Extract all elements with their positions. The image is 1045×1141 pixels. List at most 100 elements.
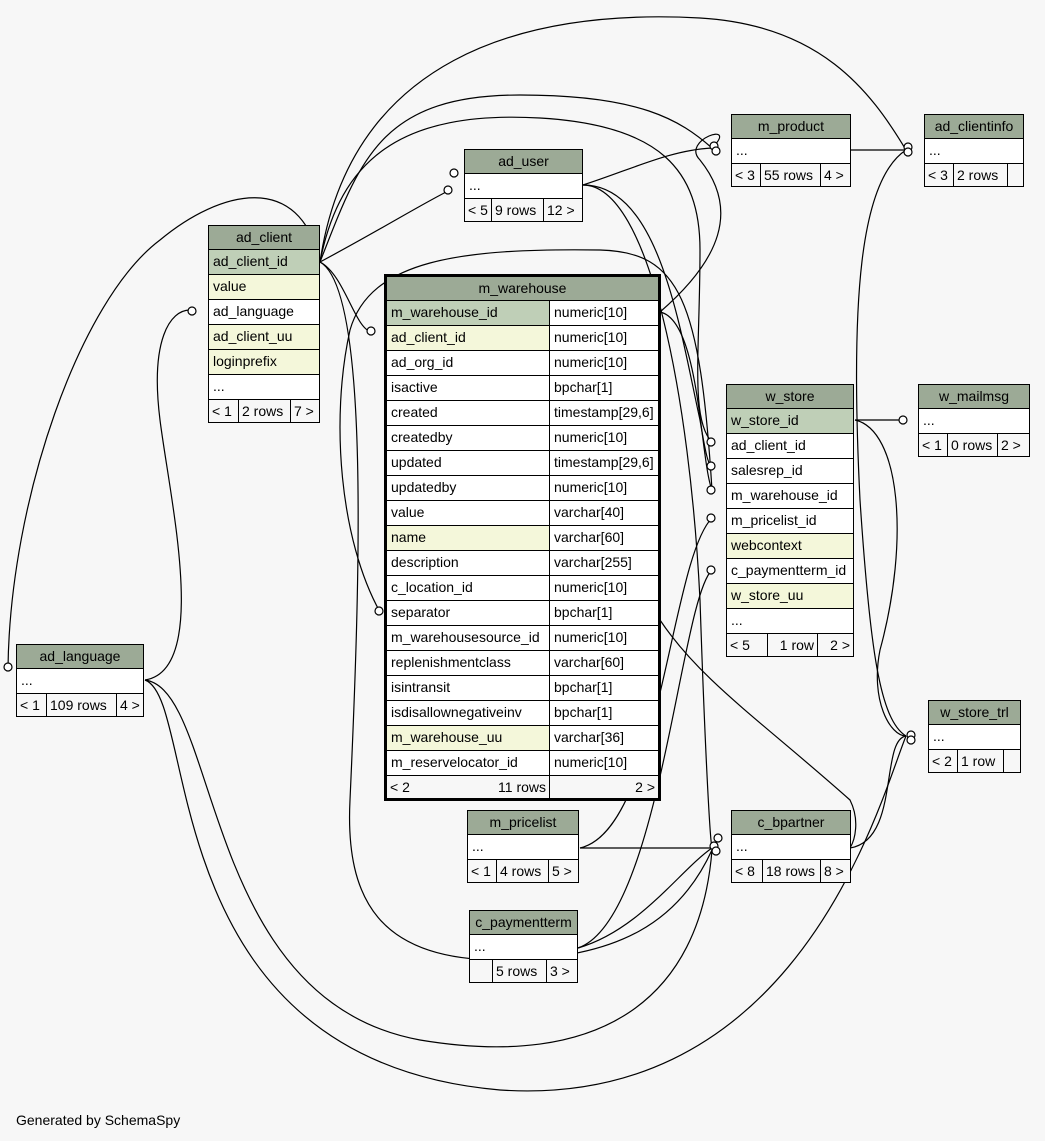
table-title: w_store_trl (929, 701, 1020, 725)
child-count[interactable]: 7 > (290, 400, 319, 422)
column-row: ad_client_id (731, 437, 806, 453)
column-type: numeric[10] (549, 576, 658, 600)
column-name: m_warehousesource_id (391, 629, 540, 645)
table-footer: < 8 18 rows 8 > (732, 860, 850, 882)
column-name: value (391, 504, 425, 520)
table-footer: < 2 1 row (929, 750, 1020, 772)
parent-count[interactable] (470, 960, 492, 982)
table-title: c_paymentterm (470, 911, 577, 935)
table-title: ad_user (465, 150, 582, 174)
credit-text: Generated by SchemaSpy (16, 1112, 181, 1128)
column-type: varchar[60] (549, 526, 658, 550)
parent-count[interactable]: < 1 (212, 403, 232, 419)
column-type: numeric[10] (549, 351, 658, 375)
column-row: salesrep_id (731, 462, 803, 478)
column-row: ... (474, 938, 486, 954)
column-type: numeric[10] (549, 626, 658, 650)
column-type: bpchar[1] (549, 601, 658, 625)
table-footer: < 5 1 row 2 > (727, 634, 853, 656)
column-row: ... (929, 142, 941, 158)
column-name: isdisallownegativeinv (391, 704, 522, 720)
table-footer: < 1 109 rows 4 > (17, 694, 143, 716)
parent-count[interactable]: < 2 (390, 779, 410, 795)
column-type: numeric[10] (549, 476, 658, 500)
column-row: w_store_uu (731, 587, 804, 603)
parent-count[interactable]: < 2 (932, 753, 952, 769)
column-row: createdby numeric[10] (387, 426, 658, 451)
column-row: m_warehouse_id (731, 487, 838, 503)
row-count: 1 row (957, 750, 1003, 772)
column-row: isactive bpchar[1] (387, 376, 658, 401)
row-count: 109 rows (46, 694, 116, 716)
table-c_bpartner[interactable]: c_bpartner ... < 8 18 rows 8 > (731, 810, 851, 883)
column-type: timestamp[29,6] (549, 401, 658, 425)
table-title: w_mailmsg (919, 385, 1029, 409)
table-footer: < 1 2 rows 7 > (209, 400, 319, 422)
table-m_pricelist[interactable]: m_pricelist ... < 1 4 rows 5 > (467, 810, 579, 883)
column-name: name (387, 526, 549, 550)
child-count[interactable]: 2 > (997, 434, 1029, 456)
column-name: createdby (391, 429, 453, 445)
table-footer: < 2 11 rows 2 > (387, 776, 658, 798)
column-row: ... (923, 412, 935, 428)
column-type: bpchar[1] (549, 676, 658, 700)
row-count: 55 rows (760, 164, 820, 186)
table-m_product[interactable]: m_product ... < 3 55 rows 4 > (731, 114, 851, 187)
parent-count[interactable]: < 1 (922, 437, 942, 453)
table-title: m_product (732, 115, 850, 139)
table-title: m_pricelist (468, 811, 578, 835)
column-row: ... (736, 838, 748, 854)
row-count: 4 rows (496, 860, 548, 882)
parent-count[interactable]: < 5 (730, 637, 750, 653)
table-ad_clientinfo[interactable]: ad_clientinfo ... < 3 2 rows (924, 114, 1024, 187)
column-name: isactive (391, 379, 438, 395)
column-type: varchar[255] (549, 551, 658, 575)
parent-count[interactable]: < 3 (735, 167, 755, 183)
child-count[interactable]: 12 > (543, 199, 582, 221)
table-ad_language[interactable]: ad_language ... < 1 109 rows 4 > (16, 644, 144, 717)
column-type: numeric[10] (549, 326, 658, 350)
column-type: bpchar[1] (549, 376, 658, 400)
column-type: numeric[10] (549, 426, 658, 450)
child-count[interactable]: 4 > (820, 164, 850, 186)
child-count[interactable] (1007, 164, 1023, 186)
child-count[interactable]: 4 > (116, 694, 143, 716)
child-count[interactable]: 2 > (549, 776, 658, 798)
column-type: varchar[60] (549, 651, 658, 675)
table-title: ad_clientinfo (925, 115, 1023, 139)
parent-count[interactable]: < 8 (735, 863, 755, 879)
table-footer: < 1 0 rows 2 > (919, 434, 1029, 456)
column-row: ... (472, 838, 484, 854)
child-count[interactable]: 8 > (820, 860, 850, 882)
column-row: ad_client_id (213, 253, 288, 269)
table-ad_user[interactable]: ad_user ... < 5 9 rows 12 > (464, 149, 583, 222)
parent-count[interactable]: < 1 (471, 863, 491, 879)
child-count[interactable]: 2 > (817, 634, 853, 656)
table-w_store[interactable]: w_store w_store_id ad_client_id salesrep… (726, 384, 854, 657)
parent-count[interactable]: < 5 (468, 202, 488, 218)
child-count[interactable] (1003, 750, 1020, 772)
column-row: ... (731, 612, 743, 628)
table-title: ad_client (209, 226, 319, 250)
row-count: 0 rows (947, 434, 997, 456)
parent-count[interactable]: < 1 (20, 697, 40, 713)
table-w_store_trl[interactable]: w_store_trl ... < 2 1 row (928, 700, 1021, 773)
table-footer: < 3 2 rows (925, 164, 1023, 186)
parent-count[interactable]: < 3 (928, 167, 948, 183)
table-w_mailmsg[interactable]: w_mailmsg ... < 1 0 rows 2 > (918, 384, 1030, 457)
column-row: ... (213, 378, 225, 394)
table-ad_client[interactable]: ad_client ad_client_id value ad_language… (208, 225, 320, 423)
row-count: 5 rows (492, 960, 546, 982)
column-row: w_store_id (731, 412, 799, 428)
table-c_paymentterm[interactable]: c_paymentterm ... 5 rows 3 > (469, 910, 578, 983)
child-count[interactable]: 3 > (546, 960, 577, 982)
child-count[interactable]: 5 > (548, 860, 578, 882)
